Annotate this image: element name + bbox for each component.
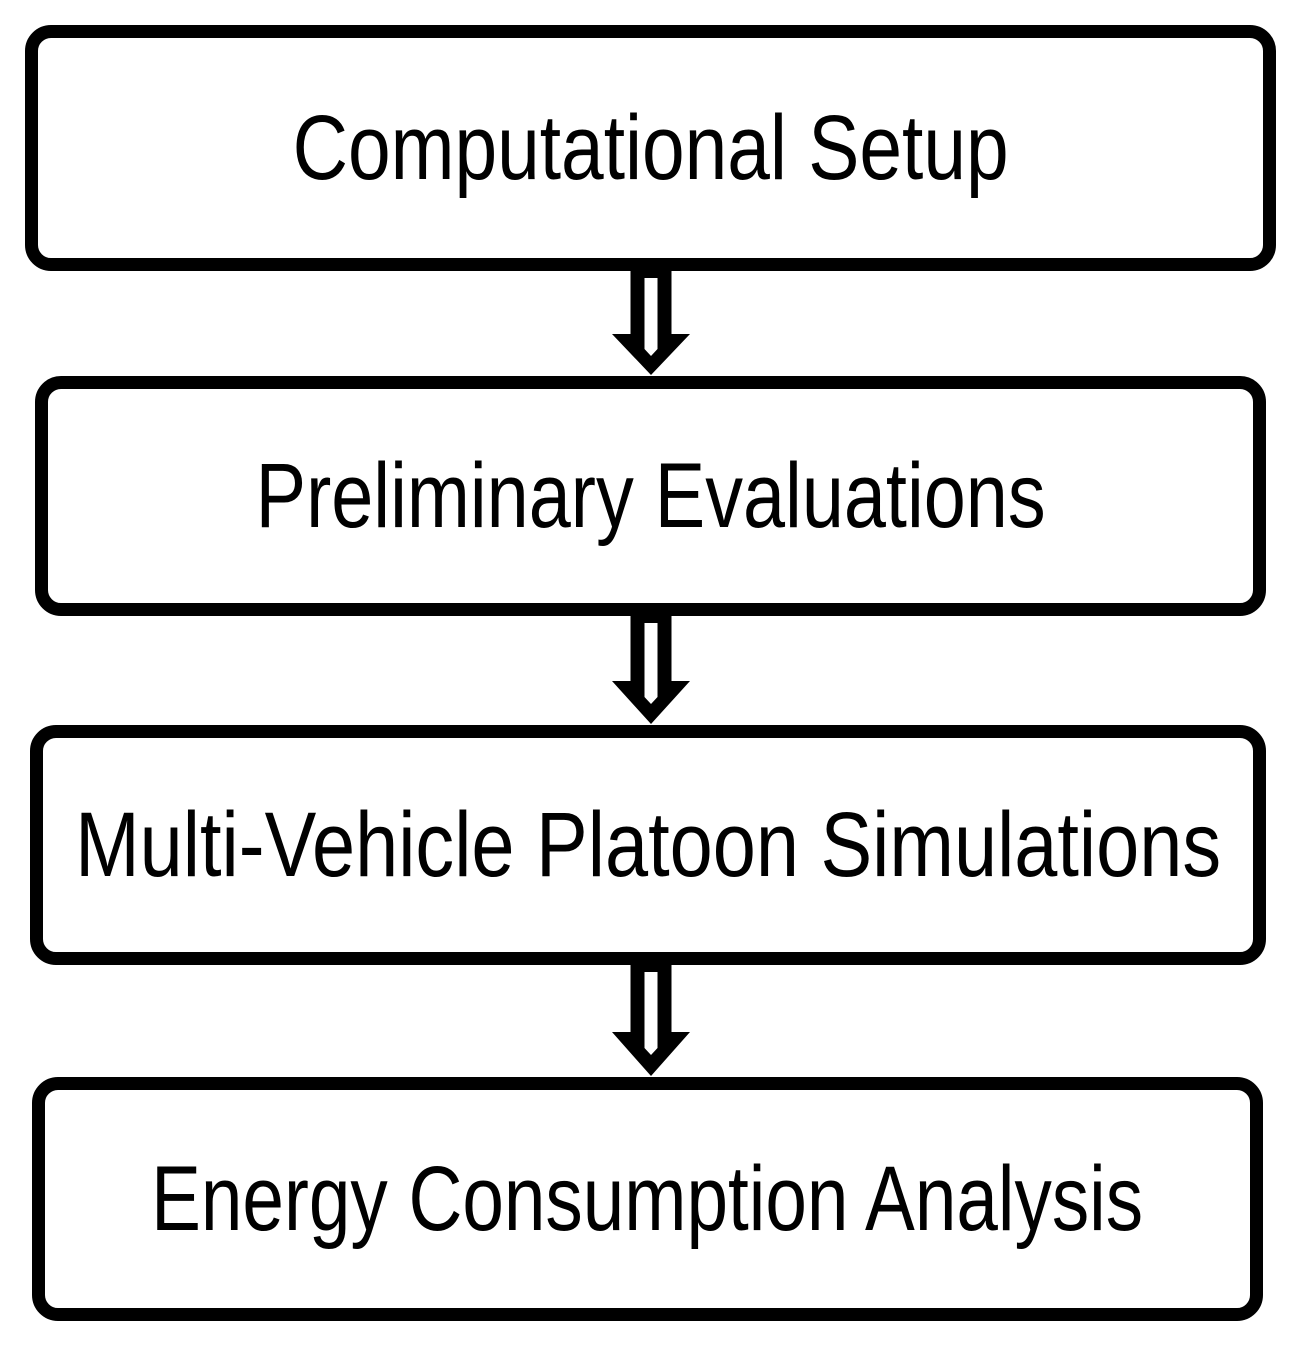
flowchart-node-energy-consumption-analysis[interactable]: Energy Consumption Analysis [32, 1077, 1263, 1321]
flowchart-node-computational-setup[interactable]: Computational Setup [25, 25, 1276, 271]
flowchart-node-label: Multi-Vehicle Platoon Simulations [75, 794, 1222, 896]
flowchart-node-preliminary-evaluations[interactable]: Preliminary Evaluations [35, 376, 1266, 616]
down-arrow-icon [611, 271, 691, 376]
down-arrow-icon [611, 965, 691, 1077]
flowchart-node-label: Computational Setup [292, 97, 1009, 199]
flowchart-node-multi-vehicle-platoon-simulations[interactable]: Multi-Vehicle Platoon Simulations [30, 725, 1266, 965]
down-arrow-icon [611, 616, 691, 725]
flowchart-node-label: Energy Consumption Analysis [151, 1148, 1144, 1250]
flowchart-node-label: Preliminary Evaluations [255, 445, 1046, 547]
